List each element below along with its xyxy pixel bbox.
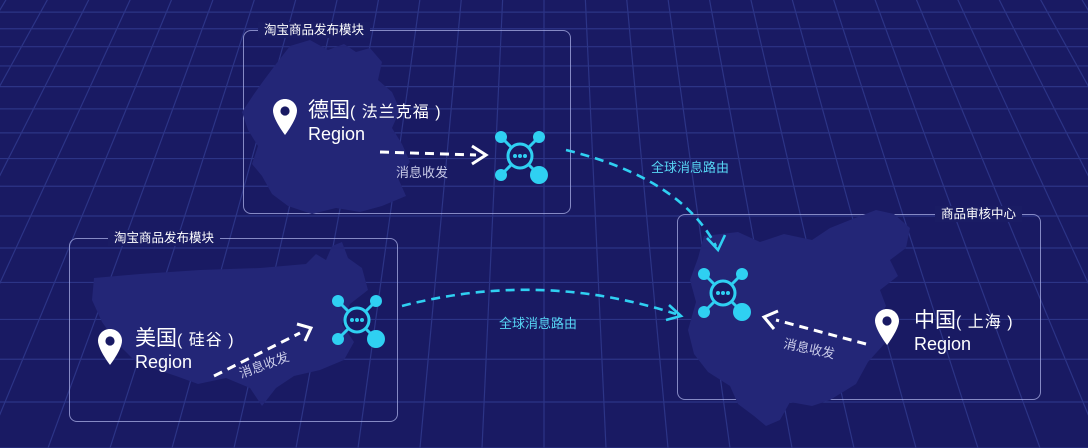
grid-line-vertical bbox=[0, 0, 173, 416]
grid-line-vertical bbox=[357, 0, 421, 448]
china-message-hub-icon bbox=[698, 268, 751, 321]
china-location-pin-icon bbox=[875, 309, 899, 345]
germany-region-label: 德国( 法兰克福 ) Region bbox=[308, 98, 442, 145]
grid-line-vertical bbox=[419, 0, 462, 448]
germany-messaging-arrow bbox=[379, 150, 477, 157]
germany-region-city: ( 法兰克福 ) bbox=[350, 104, 442, 121]
grid-line-vertical bbox=[109, 0, 255, 448]
germany-panel-title: 淘宝商品发布模块 bbox=[258, 22, 371, 38]
china-region-sub: Region bbox=[914, 334, 972, 354]
grid-line-vertical bbox=[295, 0, 380, 448]
grid-line-vertical bbox=[171, 0, 297, 448]
usa-global-route-arrow bbox=[401, 288, 677, 316]
grid-line-vertical bbox=[667, 0, 731, 448]
china-messaging-arrow bbox=[775, 318, 867, 346]
usa-region-sub: Region bbox=[135, 352, 193, 372]
usa-global-route-arrowhead bbox=[665, 304, 684, 322]
germany-map-silhouette bbox=[242, 40, 410, 214]
grid-line-vertical bbox=[584, 0, 607, 448]
germany-location-pin-icon bbox=[273, 99, 297, 135]
grid-line-vertical bbox=[833, 0, 979, 448]
usa-messaging-arrowhead bbox=[296, 322, 314, 342]
china-region-city: ( 上海 ) bbox=[956, 314, 1014, 331]
usa-global-route-label: 全球消息路由 bbox=[499, 316, 578, 331]
germany-global-route-arrow bbox=[565, 148, 718, 247]
germany-region-sub: Region bbox=[308, 124, 366, 144]
usa-message-hub-icon bbox=[332, 295, 385, 348]
grid-line-vertical bbox=[0, 0, 131, 285]
usa-region-city: ( 硅谷 ) bbox=[177, 332, 235, 349]
grid-line-vertical bbox=[47, 0, 214, 448]
usa-region-label: 美国( 硅谷 ) Region bbox=[135, 326, 235, 373]
china-map-silhouette bbox=[688, 210, 910, 426]
usa-region-name: 美国 bbox=[135, 327, 177, 350]
china-panel-title: 商品审核中心 bbox=[934, 206, 1022, 222]
china-panel: 商品审核中心 bbox=[677, 206, 1041, 400]
germany-global-route-label: 全球消息路由 bbox=[651, 160, 730, 175]
grid-line-vertical bbox=[750, 0, 855, 448]
grid-line-vertical bbox=[874, 0, 1041, 448]
germany-panel: 淘宝商品发布模块 bbox=[243, 22, 571, 214]
germany-region-name: 德国 bbox=[308, 99, 350, 122]
usa-panel: 淘宝商品发布模块 bbox=[69, 230, 398, 422]
grid-line-vertical bbox=[626, 0, 669, 448]
usa-map-silhouette bbox=[92, 242, 368, 406]
china-region-label: 中国( 上海 ) Region bbox=[914, 308, 1014, 355]
china-region-name: 中国 bbox=[914, 309, 956, 332]
usa-messaging-arrow bbox=[213, 331, 301, 378]
grid-line-vertical bbox=[481, 0, 504, 448]
usa-panel-title: 淘宝商品发布模块 bbox=[108, 230, 221, 246]
germany-messaging-arrowhead bbox=[471, 144, 489, 166]
grid-line-vertical bbox=[708, 0, 793, 448]
germany-global-route-arrowhead bbox=[706, 234, 727, 253]
germany-messaging-label: 消息收发 bbox=[396, 165, 449, 180]
germany-message-hub-icon bbox=[495, 131, 548, 184]
china-messaging-arrowhead bbox=[761, 309, 779, 330]
usa-location-pin-icon bbox=[98, 329, 122, 365]
grid-line-vertical bbox=[957, 0, 1088, 285]
grid-line-vertical bbox=[233, 0, 338, 448]
grid-line-vertical bbox=[915, 0, 1088, 416]
